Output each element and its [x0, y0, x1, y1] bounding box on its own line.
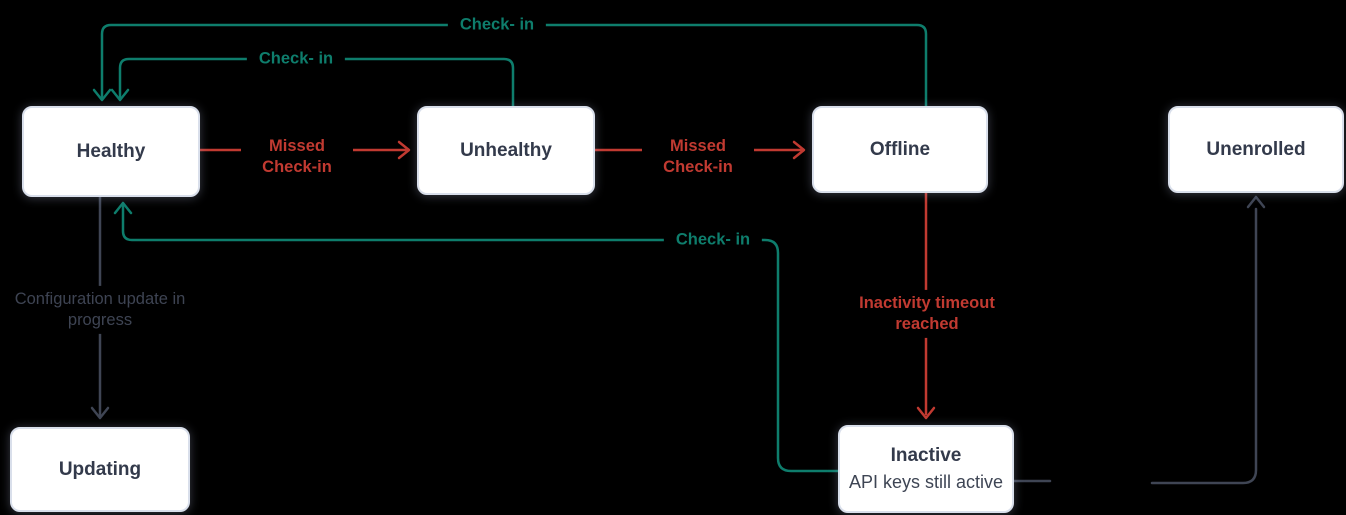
edge-unhealthy-to-healthy-arrowhead: [110, 88, 130, 102]
state-healthy: Healthy: [22, 106, 200, 197]
state-inactive: Inactive API keys still active: [838, 425, 1014, 513]
edge-healthy-to-updating-arrowhead: [90, 406, 110, 420]
edge-label-checkin-offline-healthy: Check- in: [447, 13, 547, 37]
edge-label-configuration-update: Configuration update in progress: [1, 285, 199, 335]
edge-label-checkin-unhealthy-healthy: Check- in: [246, 47, 346, 71]
edge-healthy-to-unhealthy-arrowhead: [397, 140, 411, 160]
edge-unhealthy-to-offline-arrowhead: [792, 140, 806, 160]
state-inactive-sublabel: API keys still active: [848, 472, 1004, 492]
state-unenrolled-label: Unenrolled: [1206, 138, 1306, 160]
state-healthy-label: Healthy: [76, 140, 146, 162]
state-offline: Offline: [812, 106, 988, 193]
edge-inactive-to-unenrolled-arrowhead: [1246, 195, 1266, 209]
edge-inactive-to-healthy: [121, 204, 840, 473]
edge-label-inactivity-timeout: Inactivity timeout reached: [836, 289, 1018, 339]
state-updating: Updating: [10, 427, 190, 512]
edge-label-checkin-inactive-healthy: Check- in: [663, 228, 763, 252]
edge-label-missed-checkin-2: Missed Check-in: [642, 132, 754, 182]
state-unhealthy-label: Unhealthy: [460, 139, 552, 161]
state-offline-label: Offline: [869, 138, 931, 160]
edge-offline-to-inactive-arrowhead: [916, 406, 936, 420]
edge-inactive-to-unenrolled-segment-2: [1150, 207, 1258, 485]
state-updating-label: Updating: [58, 458, 142, 480]
edge-label-missed-checkin-1: Missed Check-in: [241, 132, 353, 182]
state-unenrolled: Unenrolled: [1168, 106, 1344, 193]
edge-offline-to-healthy-arrowhead: [92, 88, 112, 102]
edge-inactive-to-healthy-arrowhead: [113, 201, 133, 215]
state-inactive-label: Inactive: [890, 445, 962, 466]
state-unhealthy: Unhealthy: [417, 106, 595, 195]
